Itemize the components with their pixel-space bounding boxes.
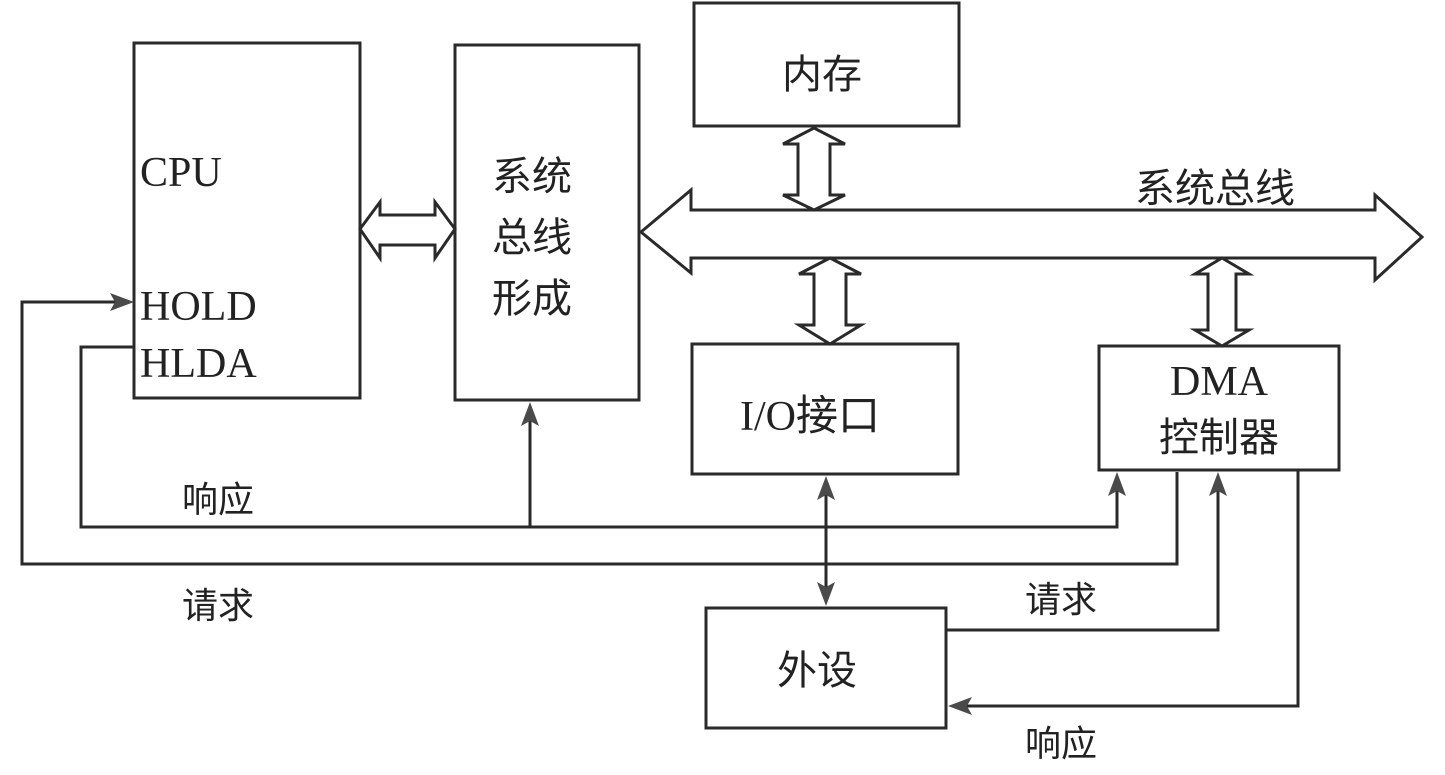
dma-label-line-1: DMA (1170, 359, 1269, 405)
bus-former-label-line-1: 系统 (492, 154, 572, 200)
dma-ack-arrowhead (1108, 472, 1126, 496)
system-bus-arrow (638, 186, 1425, 284)
device-request-line (946, 490, 1220, 632)
bus-former-arrowhead (521, 402, 539, 426)
cpu-request-label: 请求 (182, 586, 254, 627)
peripheral-arrowhead (817, 582, 835, 606)
peripheral-label: 外设 (777, 648, 857, 694)
cpu-ack-label: 响应 (182, 480, 254, 521)
device-ack-arrowhead (948, 697, 972, 715)
device-request-arrowhead (1209, 472, 1227, 496)
hold-pin-label: HOLD (140, 284, 257, 330)
hold-arrowhead (110, 293, 134, 311)
io-bus-arrow (793, 256, 867, 346)
io-interface-box (690, 342, 960, 476)
cpu-label: CPU (140, 150, 222, 196)
dma-label-line-2: 控制器 (1159, 415, 1279, 461)
cpu-request-line (20, 300, 1179, 566)
bus-former-label-line-2: 总线 (492, 215, 572, 261)
peripheral-box (704, 606, 948, 730)
cpu-box (132, 41, 362, 400)
cpu-ack-line (79, 345, 1119, 529)
cpu-bus-former-bus-arrow (358, 197, 457, 263)
io-interface-label: I/O接口 (740, 394, 880, 440)
device-ack-label: 响应 (1025, 724, 1097, 765)
system-bus-label: 系统总线 (1135, 166, 1295, 212)
memory-bus-arrow (782, 126, 846, 212)
dma-bus-arrow (1189, 256, 1255, 348)
bus-former-label-line-3: 形成 (492, 276, 572, 322)
bus-former-box (453, 43, 641, 402)
memory-label: 内存 (782, 52, 862, 98)
hlda-pin-label: HLDA (140, 341, 257, 387)
io-arrowhead (817, 476, 835, 500)
memory-box (692, 1, 961, 128)
device-ack-line (964, 470, 1300, 708)
dma-controller-box (1097, 344, 1341, 472)
device-request-label: 请求 (1025, 580, 1097, 621)
